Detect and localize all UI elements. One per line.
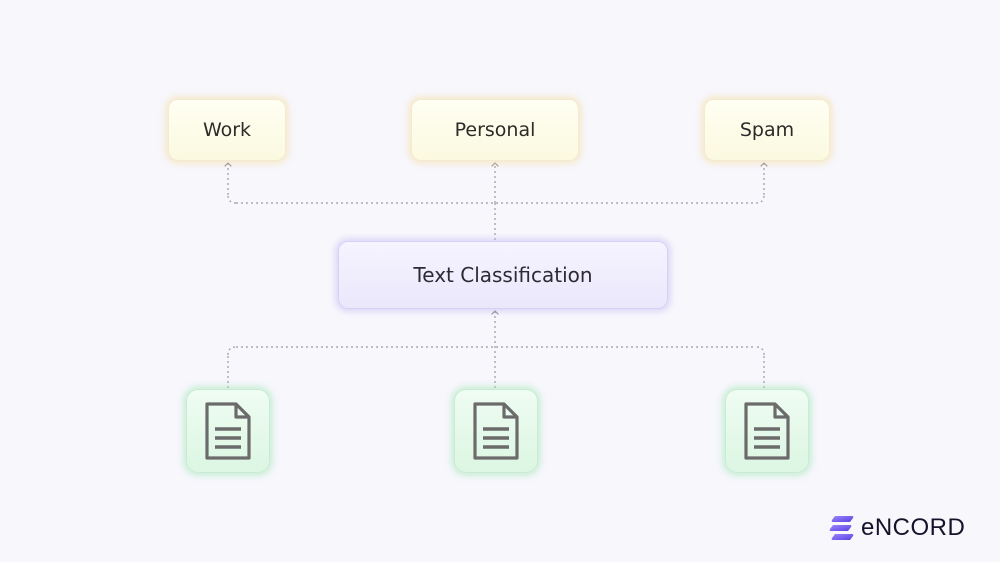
category-work-label: Work bbox=[202, 119, 252, 141]
document-icon bbox=[205, 402, 251, 460]
document-icon bbox=[744, 402, 790, 460]
connector-upper-left-corner bbox=[227, 194, 237, 204]
encord-logo-icon bbox=[829, 516, 854, 540]
category-spam: Spam bbox=[704, 99, 830, 161]
category-work: Work bbox=[168, 99, 286, 161]
category-personal-label: Personal bbox=[454, 119, 536, 141]
document-tile bbox=[725, 389, 809, 473]
category-spam-label: Spam bbox=[739, 119, 795, 141]
document-tile bbox=[454, 389, 538, 473]
connector-lower-left-corner bbox=[227, 346, 237, 356]
classifier-label: Text Classification bbox=[413, 263, 593, 287]
classifier-box: Text Classification bbox=[338, 241, 668, 309]
connector-lower-right-corner bbox=[755, 346, 765, 356]
document-tile bbox=[186, 389, 270, 473]
connector-upper-right-corner bbox=[755, 194, 765, 204]
encord-wordmark: eNCORD bbox=[861, 514, 966, 541]
document-icon bbox=[473, 402, 519, 460]
category-personal: Personal bbox=[411, 99, 579, 161]
encord-logo: eNCORD bbox=[829, 512, 965, 544]
